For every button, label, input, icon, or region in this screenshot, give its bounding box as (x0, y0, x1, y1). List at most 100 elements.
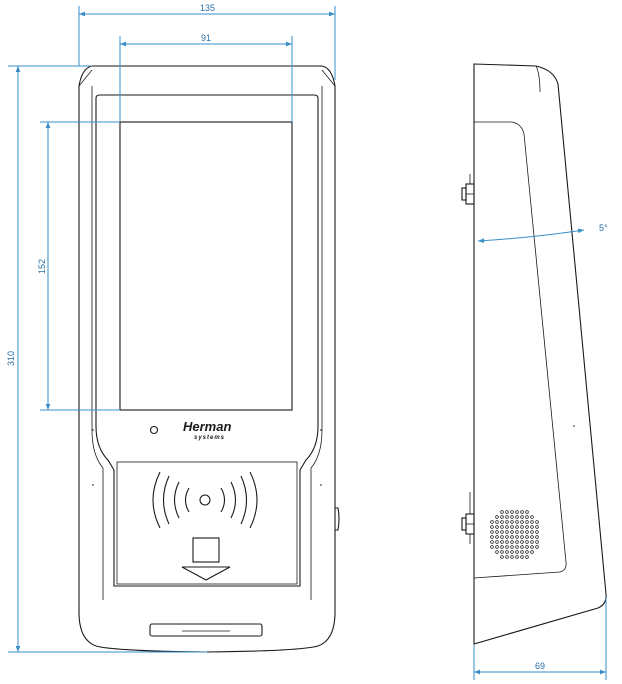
dim-overall-width: 135 (200, 3, 215, 13)
speaker-hole (525, 555, 529, 559)
speaker-hole (510, 515, 514, 519)
speaker-hole (530, 550, 534, 554)
speaker-hole (535, 545, 539, 549)
speaker-hole (525, 530, 529, 534)
speaker-hole (505, 550, 509, 554)
speaker-hole (530, 540, 534, 544)
speaker-hole (530, 515, 534, 519)
speaker-hole (495, 530, 499, 534)
speaker-hole (520, 555, 524, 559)
speaker-hole (495, 540, 499, 544)
speaker-grille-icon (490, 510, 539, 559)
speaker-hole (515, 520, 519, 524)
speaker-hole (505, 535, 509, 539)
speaker-hole (530, 545, 534, 549)
speaker-hole (525, 545, 529, 549)
speaker-hole (515, 530, 519, 534)
side-dimensions: 5° 69 (473, 223, 608, 680)
speaker-hole (510, 525, 514, 529)
speaker-hole (490, 540, 494, 544)
speaker-hole (520, 510, 524, 514)
speaker-hole (500, 530, 504, 534)
speaker-hole (505, 530, 509, 534)
speaker-hole (490, 525, 494, 529)
side-view (461, 63, 607, 645)
speaker-hole (520, 530, 524, 534)
speaker-hole (515, 535, 519, 539)
speaker-hole (520, 515, 524, 519)
speaker-hole (515, 525, 519, 529)
speaker-hole (495, 545, 499, 549)
brand-logo-subtitle: systems (194, 435, 225, 441)
speaker-hole (505, 510, 509, 514)
side-housing-outline (473, 63, 607, 645)
speaker-hole (495, 525, 499, 529)
speaker-hole (510, 530, 514, 534)
speaker-hole (505, 515, 509, 519)
speaker-hole (495, 515, 499, 519)
speaker-hole (490, 535, 494, 539)
speaker-hole (500, 545, 504, 549)
side-button (335, 507, 340, 531)
speaker-hole (530, 535, 534, 539)
speaker-hole (505, 540, 509, 544)
speaker-hole (525, 510, 529, 514)
speaker-hole (500, 540, 504, 544)
speaker-hole (525, 520, 529, 524)
speaker-hole (490, 545, 494, 549)
speaker-hole (535, 520, 539, 524)
speaker-hole (510, 520, 514, 524)
speaker-hole (500, 520, 504, 524)
speaker-hole (510, 555, 514, 559)
card-reader-window (192, 537, 220, 563)
speaker-hole (535, 535, 539, 539)
speaker-hole (500, 555, 504, 559)
speaker-hole (510, 540, 514, 544)
nfc-panel (116, 461, 298, 585)
speaker-hole (525, 525, 529, 529)
speaker-hole (505, 555, 509, 559)
speaker-hole (500, 525, 504, 529)
speaker-hole (500, 510, 504, 514)
speaker-hole (495, 520, 499, 524)
speaker-hole (515, 550, 519, 554)
speaker-hole (505, 525, 509, 529)
arrow-down-icon (181, 566, 231, 581)
speaker-hole (500, 550, 504, 554)
brand-logo: Herman (183, 419, 231, 434)
nfc-wave-icon (152, 471, 258, 529)
speaker-hole (505, 520, 509, 524)
speaker-hole (520, 550, 524, 554)
front-dimensions: 135 91 310 152 (6, 3, 336, 653)
speaker-hole (535, 530, 539, 534)
camera-icon (149, 425, 159, 435)
dim-overall-height: 310 (6, 351, 16, 366)
speaker-hole (530, 520, 534, 524)
speaker-hole (510, 535, 514, 539)
speaker-hole (510, 545, 514, 549)
speaker-hole (525, 550, 529, 554)
front-view: Herman systems (78, 65, 340, 653)
side-inner-profile (473, 121, 567, 579)
speaker-hole (535, 540, 539, 544)
speaker-hole (500, 515, 504, 519)
speaker-hole (515, 515, 519, 519)
speaker-hole (530, 530, 534, 534)
mount-knob-bottom (461, 513, 475, 535)
dim-screen-width: 91 (201, 33, 211, 43)
front-bezel (95, 94, 319, 587)
speaker-hole (505, 545, 509, 549)
speaker-hole (495, 550, 499, 554)
dim-depth: 69 (535, 661, 545, 671)
speaker-hole (535, 525, 539, 529)
speaker-hole (515, 555, 519, 559)
speaker-hole (525, 540, 529, 544)
mount-knob-top (461, 183, 475, 205)
speaker-hole (525, 515, 529, 519)
speaker-hole (520, 520, 524, 524)
speaker-hole (510, 510, 514, 514)
speaker-hole (520, 535, 524, 539)
speaker-hole (520, 525, 524, 529)
display-screen (119, 121, 293, 411)
